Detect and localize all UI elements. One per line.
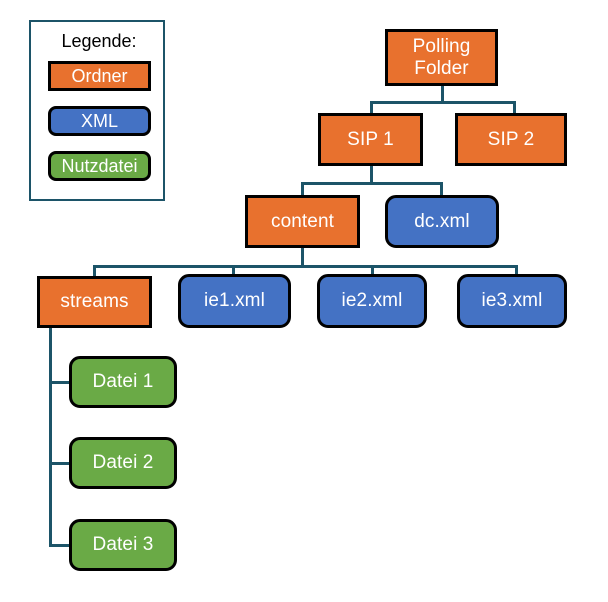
connector-dcxml-up bbox=[440, 182, 443, 197]
node-label: Datei 1 bbox=[92, 371, 154, 393]
connector-ie1-up bbox=[232, 265, 235, 279]
connector-content-bus bbox=[301, 182, 443, 185]
connector-ie-bus bbox=[93, 265, 518, 268]
connector-datei3 bbox=[49, 544, 71, 547]
legend-item-xml: XML bbox=[48, 106, 151, 136]
legend-item-label: Nutzdatei bbox=[61, 155, 138, 176]
node-streams[interactable]: streams bbox=[37, 276, 152, 328]
connector-datei1 bbox=[49, 381, 71, 384]
legend-item-label: Ordner bbox=[71, 65, 128, 86]
node-label: content bbox=[270, 210, 335, 232]
legend-title: Legende: bbox=[61, 31, 137, 51]
node-sip-1[interactable]: SIP 1 bbox=[318, 113, 423, 166]
legend-item-nutzdatei: Nutzdatei bbox=[48, 151, 151, 181]
connector-sip2-up bbox=[513, 101, 516, 115]
node-content[interactable]: content bbox=[245, 195, 360, 248]
connector-datei2 bbox=[49, 462, 71, 465]
node-label: ie3.xml bbox=[481, 290, 543, 312]
legend-item-ordner: Ordner bbox=[48, 61, 151, 91]
node-ie2-xml[interactable]: ie2.xml bbox=[317, 274, 427, 328]
connector-sip1-down bbox=[370, 166, 373, 183]
node-label: SIP 1 bbox=[347, 128, 394, 150]
legend-box: Legende: Ordner XML Nutzdatei bbox=[29, 20, 165, 201]
connector-sip-bus bbox=[370, 101, 516, 104]
node-dc-xml[interactable]: dc.xml bbox=[385, 195, 499, 248]
connector-content-down bbox=[301, 248, 304, 266]
node-label: ie2.xml bbox=[341, 290, 403, 312]
connector-content-up bbox=[301, 182, 304, 197]
node-ie3-xml[interactable]: ie3.xml bbox=[457, 274, 567, 328]
node-label: Datei 3 bbox=[92, 534, 154, 556]
connector-streams-up bbox=[93, 265, 96, 279]
node-datei-1[interactable]: Datei 1 bbox=[69, 356, 177, 408]
connector-ie2-up bbox=[371, 265, 374, 279]
node-label: Datei 2 bbox=[92, 452, 154, 474]
node-datei-3[interactable]: Datei 3 bbox=[69, 519, 177, 571]
node-ie1-xml[interactable]: ie1.xml bbox=[178, 274, 291, 328]
legend-item-label: XML bbox=[80, 110, 118, 131]
connector-ie3-up bbox=[515, 265, 518, 279]
node-label: streams bbox=[60, 291, 129, 313]
node-label: ie1.xml bbox=[204, 290, 265, 312]
node-sip-2[interactable]: SIP 2 bbox=[455, 113, 567, 166]
node-label: SIP 2 bbox=[487, 128, 535, 150]
node-label: dc.xml bbox=[414, 210, 470, 232]
connector-streams-trunk bbox=[49, 328, 52, 547]
connector-polling-down bbox=[441, 85, 444, 103]
node-datei-2[interactable]: Datei 2 bbox=[69, 437, 177, 489]
connector-sip1-up bbox=[370, 101, 373, 115]
